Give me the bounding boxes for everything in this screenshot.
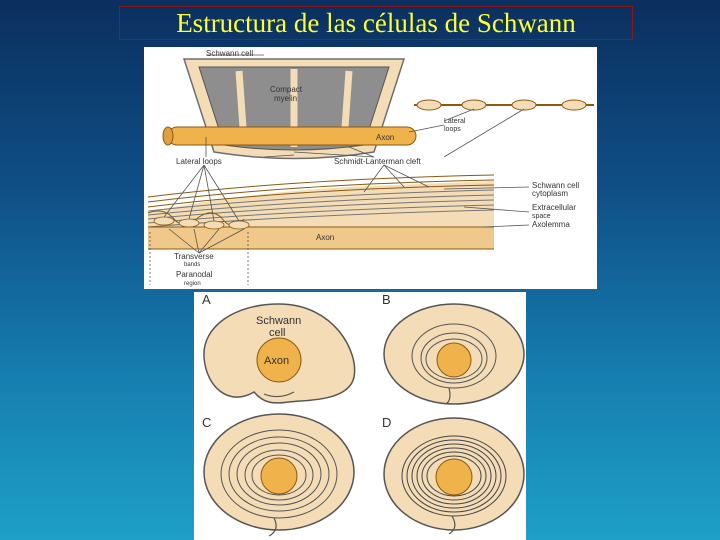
label-lateral-right-2: loops (444, 126, 461, 133)
axon-label: Axon (264, 355, 289, 367)
panel-b: B (382, 292, 524, 404)
label-axolemma: Axolemma (532, 220, 570, 229)
panel-a: A Schwann cell Axon (202, 292, 355, 403)
label-axon-lower: Axon (316, 233, 334, 242)
myelin-structure-figure: Schwann cell Compact myelin Axon Lateral… (144, 47, 597, 289)
schwann-label-1: Schwann (256, 315, 301, 327)
label-compact-1: Compact (270, 85, 303, 94)
label-paranodal-2: region (184, 281, 201, 287)
label-paranodal-1: Paranodal (176, 270, 213, 279)
label-lateral-left: Lateral loops (176, 157, 222, 166)
panel-c: C (202, 414, 354, 536)
label-lateral-right-1: Lateral (444, 118, 466, 125)
label-extracellular-2: space (532, 213, 551, 220)
label-axon-upper: Axon (376, 133, 394, 142)
panel-d-letter: D (382, 415, 391, 430)
lateral-loops-chain (414, 100, 594, 110)
label-transverse-1: Transverse (174, 252, 214, 261)
panel-c-letter: C (202, 415, 211, 430)
panel-a-letter: A (202, 292, 211, 307)
myelination-stages-figure: A Schwann cell Axon B C (194, 292, 526, 540)
slide-title: Estructura de las células de Schwann (119, 6, 633, 40)
schwann-label-2: cell (269, 327, 286, 339)
label-schmidt-lanterman: Schmidt-Lanterman cleft (334, 157, 421, 166)
panel-b-letter: B (382, 292, 391, 307)
label-transverse-2: bands (184, 262, 200, 268)
panel-d: D (382, 415, 524, 534)
label-compact-2: myelin (274, 94, 297, 103)
label-schwann-cell: Schwann cell (206, 49, 253, 58)
label-extracellular-1: Extracellular (532, 203, 576, 212)
label-schwann-cytoplasm-2: cytoplasm (532, 189, 568, 198)
